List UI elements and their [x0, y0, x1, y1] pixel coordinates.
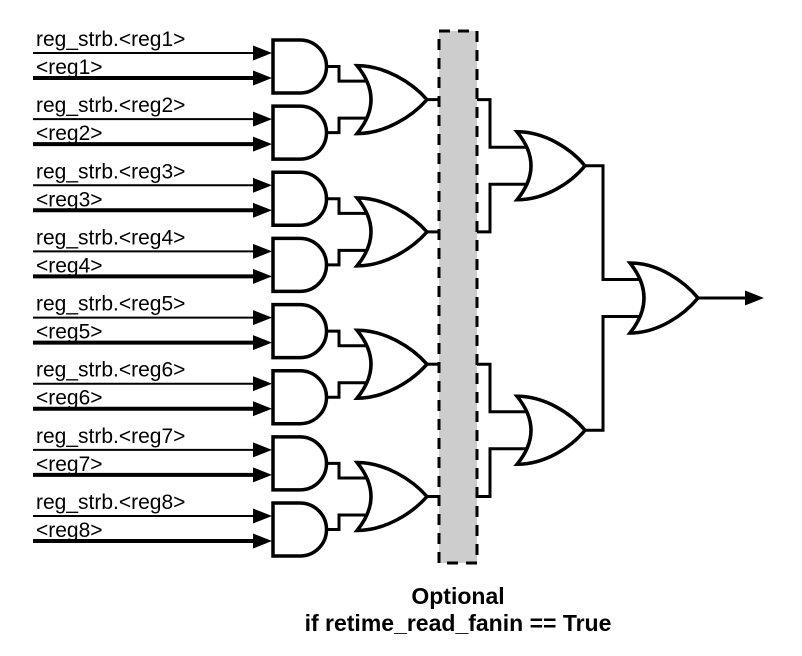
and3-to-or2-wire — [325, 197, 368, 215]
and6-to-or3-wire — [325, 381, 368, 399]
and-gate-1 — [271, 38, 329, 95]
and-gate-3 — [271, 170, 329, 228]
strobe-label: reg_strb.<reg7> — [36, 425, 185, 448]
and2-to-or1-wire — [325, 116, 368, 135]
input-arrowhead-icon — [253, 268, 272, 284]
and-gate-8 — [271, 501, 329, 558]
and-gate-2 — [271, 104, 329, 161]
and-gate-6 — [271, 368, 329, 426]
input-arrowhead-icon — [253, 376, 272, 392]
input-arrowhead-icon — [253, 335, 272, 351]
input-arrowhead-icon — [253, 533, 272, 549]
input-group-3: reg_strb.<reg3> <reg3> — [33, 160, 272, 218]
or2-to-or5-wire — [477, 182, 531, 234]
input-group-8: reg_strb.<reg8> <reg8> — [33, 491, 272, 549]
input-arrowhead-icon — [253, 202, 272, 218]
input-arrowhead-icon — [253, 401, 272, 417]
or-gate-final — [626, 261, 701, 335]
or-gate-stage3-bottom — [513, 394, 588, 467]
input-group-1: reg_strb.<reg1> <reg1> — [33, 28, 272, 86]
input-group-6: reg_strb.<reg6> <reg6> — [33, 359, 272, 417]
input-arrowhead-icon — [253, 467, 272, 483]
reg-label: <reg1> — [36, 56, 103, 79]
input-arrowhead-icon — [253, 243, 272, 259]
reg-label: <reg8> — [36, 519, 103, 542]
stage3-wiring — [477, 98, 531, 498]
or5-to-final-wire — [585, 164, 645, 281]
or3-to-or6-wire — [477, 362, 531, 414]
input-arrowhead-icon — [253, 442, 272, 458]
reg-label: <reg2> — [36, 122, 103, 145]
and4-to-or2-wire — [325, 248, 368, 267]
input-arrowhead-icon — [253, 310, 272, 326]
optional-region — [437, 29, 479, 565]
input-arrowhead-icon — [253, 70, 272, 86]
input-arrowhead-icon — [253, 136, 272, 152]
strobe-label: reg_strb.<reg1> — [36, 28, 185, 51]
input-arrowhead-icon — [253, 177, 272, 193]
strobe-label: reg_strb.<reg6> — [36, 359, 185, 382]
and7-to-or4-wire — [325, 461, 368, 480]
strobe-label: reg_strb.<reg8> — [36, 491, 185, 514]
reg-label: <reg5> — [36, 321, 103, 344]
reg-label: <reg4> — [36, 254, 103, 277]
reg-label: <reg6> — [36, 387, 103, 410]
or-gate-stage3-top — [513, 130, 588, 202]
caption-line1: Optional — [411, 583, 504, 609]
and1-to-or1-wire — [325, 65, 368, 83]
stage2-wiring — [325, 65, 439, 531]
and-gate-5 — [271, 302, 329, 360]
or-gate-stage2-3 — [353, 328, 430, 400]
input-group-5: reg_strb.<reg5> <reg5> — [33, 293, 272, 351]
strobe-label: reg_strb.<reg4> — [36, 226, 185, 249]
input-arrowhead-icon — [253, 111, 272, 127]
or-gate-stage2-4 — [353, 460, 430, 533]
or-gate-stage2-2 — [353, 196, 430, 268]
input-group-2: reg_strb.<reg2> <reg2> — [33, 94, 272, 152]
and5-to-or3-wire — [325, 329, 368, 348]
or1-to-or5-wire — [477, 98, 531, 149]
input-group-7: reg_strb.<reg7> <reg7> — [33, 425, 272, 483]
reg-label: <reg3> — [36, 188, 103, 211]
strobe-label: reg_strb.<reg3> — [36, 160, 185, 183]
strobe-label: reg_strb.<reg2> — [36, 94, 185, 117]
final-wiring — [585, 164, 645, 432]
input-group-4: reg_strb.<reg4> <reg4> — [33, 226, 272, 284]
output-arrowhead-icon — [745, 290, 764, 306]
or-gate-stage2-1 — [353, 63, 430, 136]
strobe-label: reg_strb.<reg5> — [36, 293, 185, 316]
caption-line2: if retime_read_fanin == True — [305, 610, 612, 636]
and-gate-4 — [271, 236, 329, 294]
and-gate-7 — [271, 435, 329, 492]
or6-to-final-wire — [585, 315, 645, 432]
and8-to-or4-wire — [325, 513, 368, 531]
or4-to-or6-wire — [477, 447, 531, 498]
input-arrowhead-icon — [253, 508, 272, 524]
reg-label: <reg7> — [36, 453, 103, 476]
input-arrowhead-icon — [253, 45, 272, 61]
